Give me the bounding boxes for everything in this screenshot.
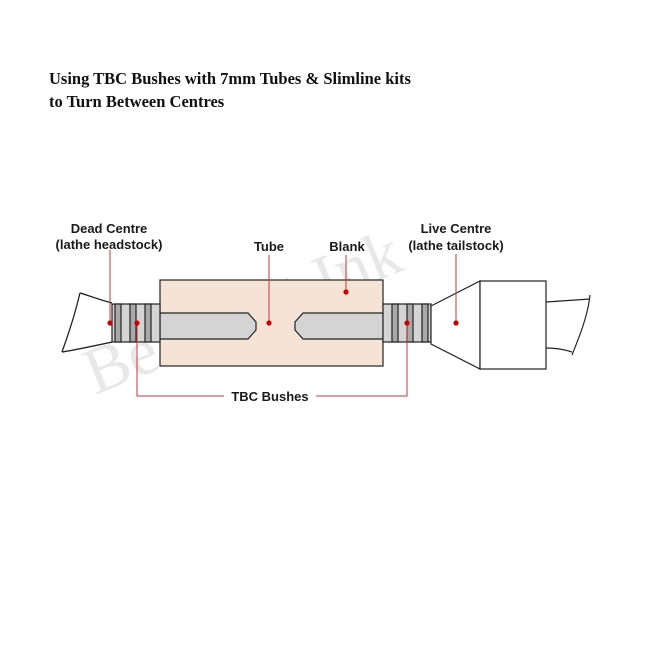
leader-bush-left: [136, 323, 224, 397]
dead-centre-fill: [62, 293, 112, 352]
tube-left-half: [159, 312, 257, 340]
label-tube: Tube: [254, 239, 284, 254]
dead-centre-bottom-edge: [61, 341, 113, 353]
dot-blank: [343, 289, 349, 295]
label-tbc-bushes: TBC Bushes: [231, 389, 308, 404]
title-line-1: Using TBC Bushes with 7mm Tubes & Slimli…: [49, 69, 411, 88]
dot-live-centre: [453, 320, 459, 326]
dot-bush-right: [404, 320, 410, 326]
label-live-centre-sub: (lathe tailstock): [408, 238, 503, 253]
dead-centre-break-line: [61, 292, 81, 353]
dot-bush-left: [134, 320, 140, 326]
label-live-centre: Live Centre: [421, 221, 492, 236]
label-dead-centre: Dead Centre: [71, 221, 148, 236]
dot-dead-centre: [107, 320, 113, 326]
dot-tube: [266, 320, 272, 326]
label-dead-centre-sub: (lathe headstock): [56, 237, 163, 252]
tube-right-half: [294, 312, 384, 340]
leader-dots: [107, 289, 459, 326]
dead-centre-top-edge: [79, 292, 113, 304]
live-centre-shaft: [545, 294, 591, 356]
title-line-2: to Turn Between Centres: [49, 92, 225, 111]
leader-bush-right: [316, 323, 408, 397]
label-blank: Blank: [329, 239, 365, 254]
live-centre-body: [479, 280, 547, 370]
leader-lines: [109, 250, 457, 397]
